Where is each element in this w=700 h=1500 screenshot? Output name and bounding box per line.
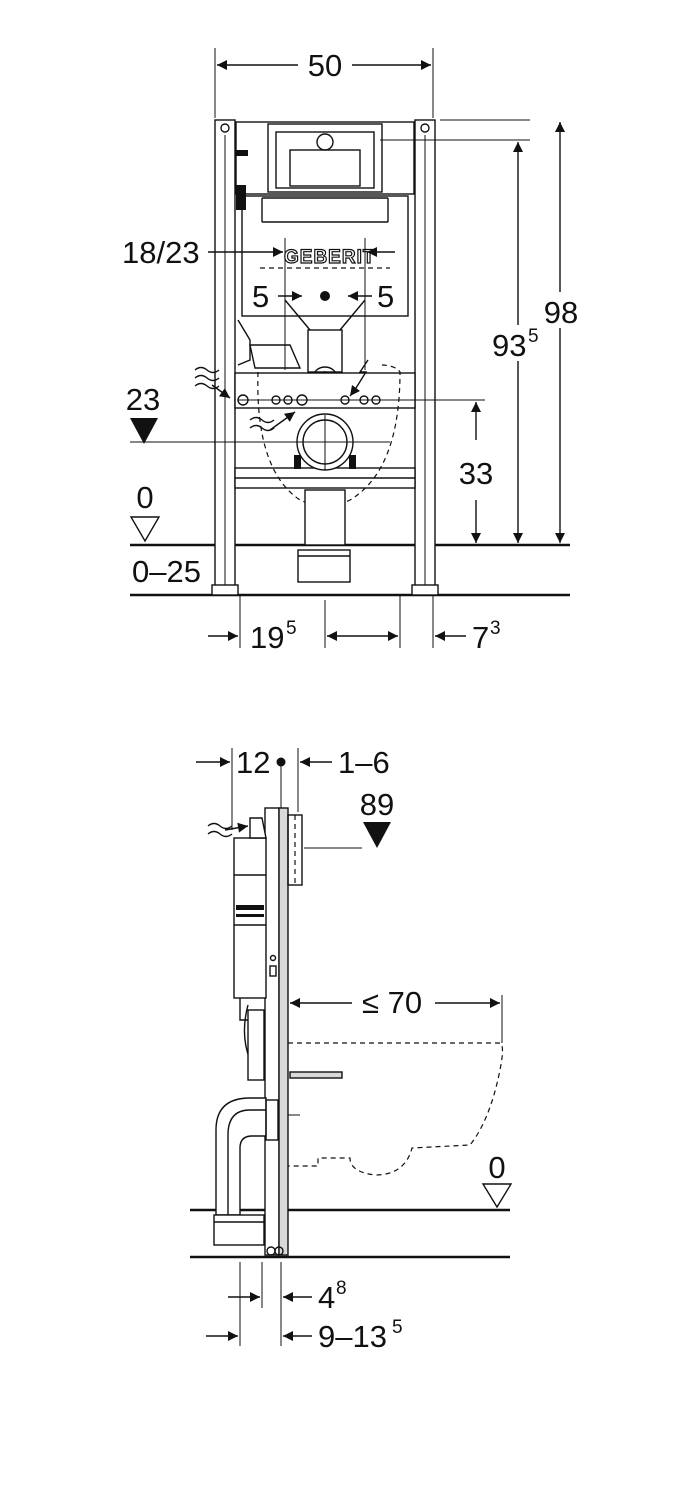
- bolt-center-marker: [320, 291, 330, 301]
- water-supply-icon: [207, 822, 249, 838]
- water-supply-icon: [194, 366, 231, 399]
- wc-bowl-outline: [287, 995, 504, 1176]
- bolt-right-label: 5: [377, 279, 394, 314]
- floor-zero-label: 0: [136, 480, 153, 515]
- water-supply-icon: [249, 411, 296, 432]
- level-marker-icon: [481, 1183, 513, 1209]
- bottom-offset-label: 4: [318, 1280, 335, 1315]
- projection-label: ≤ 70: [362, 985, 422, 1020]
- drain-elbow: [213, 1097, 279, 1246]
- plate-height-label: 89: [360, 787, 394, 822]
- axle-distance-label: 18/23: [122, 235, 200, 270]
- floor-range-label: 0–25: [132, 554, 201, 589]
- side-view: 12 1–6 89 ≤ 70 0 4 8 9–13 5: [190, 745, 513, 1354]
- drain-height-label: 33: [459, 456, 493, 491]
- level-marker-icon: [363, 822, 391, 848]
- floor-zero-label-side: 0: [488, 1150, 505, 1185]
- frame-legs: [211, 119, 439, 596]
- crossbars: [234, 372, 416, 489]
- depth-base-label: 12: [236, 745, 270, 780]
- width-label: 50: [308, 48, 342, 83]
- axis-point: [276, 757, 286, 767]
- level-marker-icon: [129, 516, 161, 543]
- level-marker-icon: [130, 418, 158, 444]
- electric-supply-icon: [349, 359, 369, 397]
- frame-profile: [264, 807, 303, 1256]
- bottom-range-sup: 5: [392, 1317, 403, 1338]
- foot-left-sup: 5: [286, 618, 297, 639]
- foot-right-label: 7: [472, 620, 489, 655]
- bottom-range-label: 9–13: [318, 1319, 387, 1354]
- frame-height-label: 98: [544, 295, 578, 330]
- supply-height-label: 23: [126, 382, 160, 417]
- front-view: GEBERIT: [122, 48, 582, 655]
- actuation-height-label: 93: [492, 328, 526, 363]
- actuation-height-sup: 5: [528, 326, 539, 347]
- foot-right-sup: 3: [490, 618, 501, 639]
- bolt-left-label: 5: [252, 279, 269, 314]
- depth-adjust-label: 1–6: [338, 745, 390, 780]
- foot-left-label: 19: [250, 620, 284, 655]
- cistern: GEBERIT: [235, 121, 415, 394]
- bottom-offset-sup: 8: [336, 1278, 347, 1299]
- brand-logo: GEBERIT: [284, 247, 375, 268]
- mounting-bolt: [289, 1071, 343, 1079]
- cistern-side: [233, 817, 267, 1081]
